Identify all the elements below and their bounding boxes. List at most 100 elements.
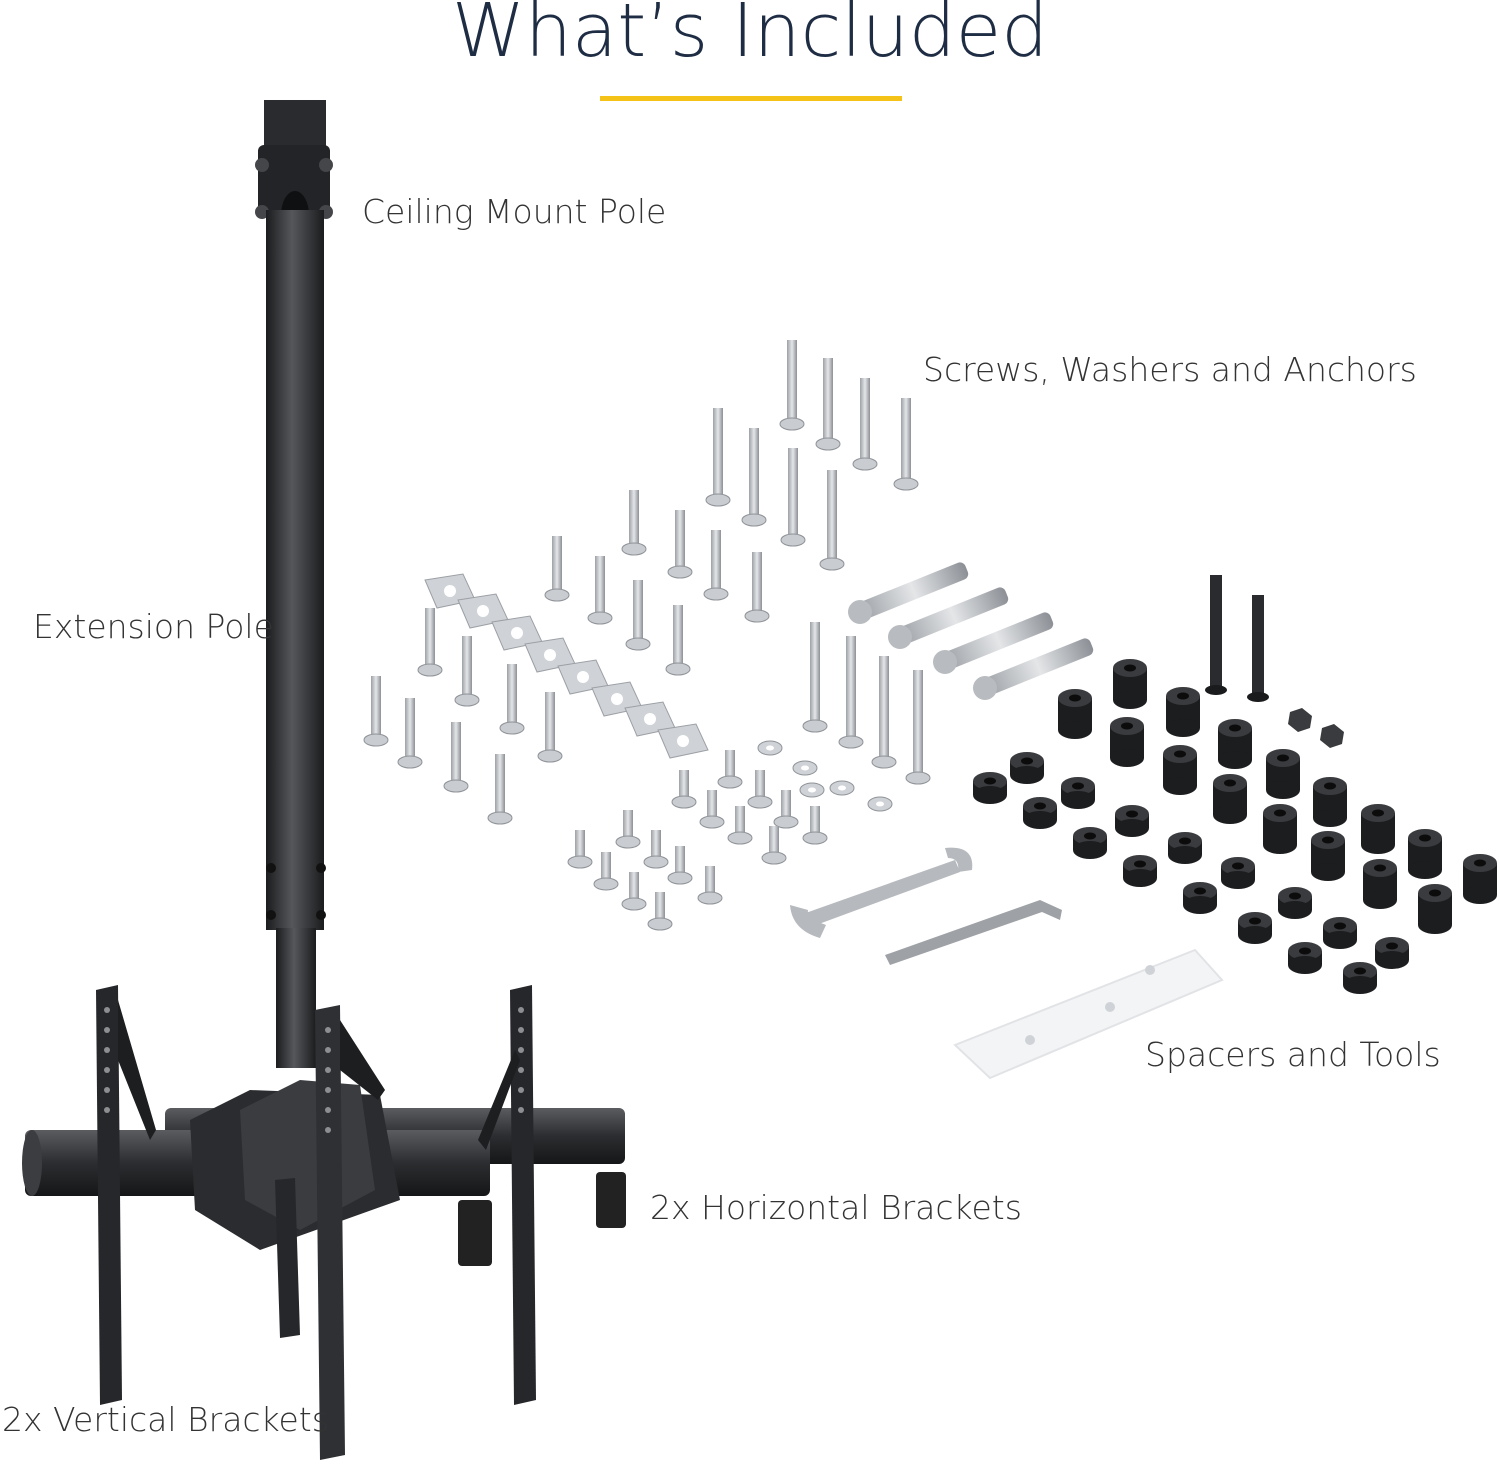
spacer-hole xyxy=(1179,837,1191,845)
screw-shaft xyxy=(451,722,461,782)
screw-shaft xyxy=(371,676,381,736)
screw-shaft xyxy=(749,428,759,516)
screw-head xyxy=(705,493,731,507)
spacer-hole xyxy=(1386,942,1398,950)
screw-head xyxy=(815,437,841,451)
screw-head xyxy=(671,795,697,809)
screw-shaft xyxy=(913,670,923,774)
wrench-icon xyxy=(790,847,973,938)
spacer-hole xyxy=(1334,922,1346,930)
label-screws-washers-anchors: Screws, Washers and Anchors xyxy=(923,350,1417,389)
label-extension-pole: Extension Pole xyxy=(33,607,274,646)
screw-head xyxy=(587,611,613,625)
spacer-base xyxy=(1010,766,1044,784)
anchor-bolts xyxy=(848,562,1094,700)
screw-shaft xyxy=(629,490,639,545)
screw-head xyxy=(852,457,878,471)
screw-shaft xyxy=(860,378,870,460)
spacer-base xyxy=(973,786,1007,804)
screw-head xyxy=(699,815,725,829)
spacer-base xyxy=(1073,841,1107,859)
black-bolts xyxy=(1205,575,1344,748)
screw-head xyxy=(443,779,469,793)
screw-head xyxy=(537,749,563,763)
spacer-hole xyxy=(1121,722,1133,730)
label-ceiling-mount-pole: Ceiling Mount Pole xyxy=(362,192,667,231)
title-underline xyxy=(600,96,902,101)
spacer-base xyxy=(1288,956,1322,974)
screw-head xyxy=(697,891,723,905)
drill-template xyxy=(953,948,1224,1080)
spacer-hole xyxy=(1232,862,1244,870)
screw-shaft xyxy=(827,470,837,560)
screw-shaft xyxy=(879,656,889,758)
spacer-hole xyxy=(1229,724,1241,732)
screw-head xyxy=(621,897,647,911)
screw-shaft xyxy=(629,872,639,900)
screw-head xyxy=(703,587,729,601)
black-spacers xyxy=(973,659,1497,994)
screw-shaft xyxy=(675,846,685,874)
extension-pole xyxy=(266,210,326,1068)
spacer-hole xyxy=(1249,917,1261,925)
spacer-base xyxy=(1213,806,1247,824)
screw-shaft xyxy=(651,830,661,858)
screw-shaft xyxy=(552,536,562,591)
spacer-base xyxy=(1361,836,1395,854)
spacer-hole xyxy=(1021,757,1033,765)
spacer-hole xyxy=(1322,836,1334,844)
screw-head xyxy=(667,871,693,885)
spacer-hole xyxy=(1126,810,1138,818)
spacer-hole xyxy=(984,777,996,785)
screw-shaft xyxy=(846,636,856,738)
screw-head xyxy=(802,831,828,845)
screw-shaft xyxy=(810,806,820,834)
screw-head xyxy=(621,542,647,556)
spacer-base xyxy=(1263,836,1297,854)
screw-head xyxy=(893,477,919,491)
square-washer-hole xyxy=(477,605,489,617)
label-vertical-brackets: 2x Vertical Brackets xyxy=(2,1400,329,1439)
screw-head xyxy=(741,513,767,527)
spacer-base xyxy=(1168,846,1202,864)
screw-head xyxy=(667,565,693,579)
screw-head xyxy=(802,719,828,733)
spacer-base xyxy=(1313,809,1347,827)
spacer-hole xyxy=(1274,809,1286,817)
screw-shaft xyxy=(788,448,798,536)
screw-head xyxy=(567,855,593,869)
spacer-base xyxy=(1166,719,1200,737)
spacer-base xyxy=(1183,896,1217,914)
spacer-hole xyxy=(1069,694,1081,702)
screw-shaft xyxy=(752,552,762,612)
spacer-base xyxy=(1463,886,1497,904)
spacer-hole xyxy=(1174,750,1186,758)
spacer-base xyxy=(1163,777,1197,795)
screw-shaft xyxy=(705,866,715,894)
screw-head xyxy=(625,637,651,651)
screw-shaft xyxy=(462,636,472,696)
screw-shaft xyxy=(495,754,505,814)
screw-head xyxy=(499,721,525,735)
square-washer-hole xyxy=(577,671,589,683)
screw-shaft xyxy=(735,806,745,834)
screw-head xyxy=(487,811,513,825)
spacer-hole xyxy=(1084,832,1096,840)
screw-shaft xyxy=(405,698,415,758)
screw-head xyxy=(871,755,897,769)
spacer-base xyxy=(1218,751,1252,769)
spacer-base xyxy=(1278,901,1312,919)
spacer-hole xyxy=(1072,782,1084,790)
round-washer-hole xyxy=(808,787,816,793)
screw-shaft xyxy=(787,340,797,420)
spacer-hole xyxy=(1354,967,1366,975)
spacer-hole xyxy=(1324,782,1336,790)
spacer-base xyxy=(1238,926,1272,944)
screw-head xyxy=(744,609,770,623)
vertical-brackets xyxy=(96,985,536,1460)
spacer-hole xyxy=(1224,779,1236,787)
screw-shaft xyxy=(575,830,585,858)
screw-head xyxy=(747,795,773,809)
spacer-base xyxy=(1408,861,1442,879)
